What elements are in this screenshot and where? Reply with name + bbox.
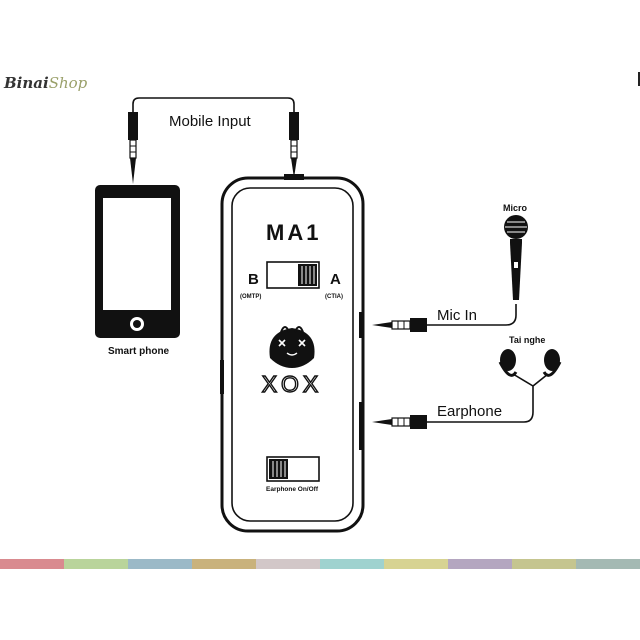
phone-plug bbox=[128, 112, 138, 184]
xox-mascot-icon bbox=[269, 326, 315, 368]
smart-phone-label: Smart phone bbox=[108, 346, 170, 357]
tai-nghe-label: Tai nghe bbox=[509, 335, 545, 345]
mobile-input-cable bbox=[132, 97, 295, 112]
stripe-segment bbox=[384, 559, 448, 569]
brand-part-1: Binai bbox=[4, 74, 49, 92]
earphone-switch-label: Earphone On/Off bbox=[266, 486, 319, 493]
stripe-segment bbox=[320, 559, 384, 569]
earphone-switch[interactable] bbox=[266, 456, 320, 482]
mode-switch[interactable] bbox=[266, 261, 320, 289]
mic-in-plug bbox=[372, 318, 427, 332]
brand-logo: BinaiShop bbox=[4, 66, 100, 100]
device-plug bbox=[289, 112, 299, 178]
brand-part-2: Shop bbox=[48, 74, 88, 92]
earphone-plug bbox=[372, 415, 427, 429]
mobile-input-label: Mobile Input bbox=[169, 113, 252, 130]
mic-in-label: Mic In bbox=[437, 307, 477, 324]
color-stripe bbox=[0, 559, 640, 569]
stripe-segment bbox=[192, 559, 256, 569]
mic-in-cable bbox=[427, 304, 517, 326]
stripe-segment bbox=[0, 559, 64, 569]
edge-mark bbox=[638, 72, 640, 86]
switch-b-label: B bbox=[248, 271, 259, 288]
smartphone-icon bbox=[95, 185, 180, 338]
earphone-cable bbox=[427, 373, 549, 423]
microphone-icon bbox=[504, 215, 528, 300]
earphone-label: Earphone bbox=[437, 403, 502, 420]
stripe-segment bbox=[448, 559, 512, 569]
stripe-segment bbox=[512, 559, 576, 569]
stripe-segment bbox=[64, 559, 128, 569]
earbuds-icon bbox=[498, 349, 562, 377]
device-model-label: MA1 bbox=[266, 220, 321, 245]
stripe-segment bbox=[256, 559, 320, 569]
micro-label: Micro bbox=[503, 203, 528, 213]
stripe-segment bbox=[128, 559, 192, 569]
xox-logo-text: XOX bbox=[262, 371, 323, 397]
switch-a-label: A bbox=[330, 271, 341, 288]
switch-a-sub: (CTIA) bbox=[325, 294, 343, 300]
stripe-segment bbox=[576, 559, 640, 569]
switch-b-sub: (OMTP) bbox=[240, 294, 261, 300]
